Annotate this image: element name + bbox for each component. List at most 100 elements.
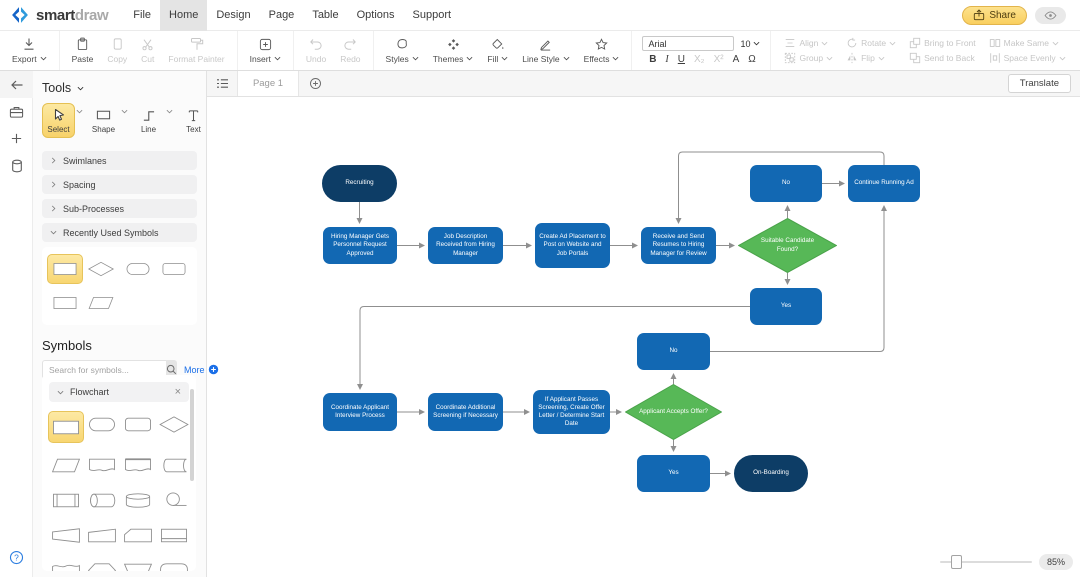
symbol-document[interactable] [84,452,120,478]
flowchart-node-coordinate-interview[interactable]: Coordinate Applicant Interview Process [323,393,397,431]
symbol-internal[interactable] [156,522,192,548]
flowchart-node-recruiting[interactable]: Recruiting [322,165,397,202]
preview-button[interactable] [1035,6,1066,24]
section-swimlanes[interactable]: Swimlanes [42,151,197,170]
recent-symbol-rect[interactable] [47,288,83,318]
symbol-flag[interactable] [48,557,84,571]
flowchart-node-yes-1[interactable]: Yes [750,288,822,325]
tools-panel-header[interactable]: Tools [33,71,206,101]
tool-line[interactable]: Line [132,103,165,134]
flowchart-node-no-1[interactable]: No [750,165,822,202]
menu-design[interactable]: Design [216,8,251,21]
menu-home[interactable]: Home [160,0,208,31]
font-family-input[interactable] [642,36,735,51]
insert-button[interactable]: Insert [243,31,288,70]
paste-button[interactable]: Paste [65,31,101,70]
rect-shape-icon [50,258,80,280]
close-icon[interactable]: × [174,385,181,398]
recent-symbol-stadium[interactable] [120,254,156,284]
bold-button[interactable]: B [649,54,657,65]
symbol-stored-data[interactable] [156,452,192,478]
recent-symbol-parallelogram[interactable] [83,288,119,318]
symbol-stadium[interactable] [84,411,120,437]
section-sub-processes[interactable]: Sub-Processes [42,199,197,218]
menu-page[interactable]: Page [268,8,295,21]
symbols-scrollbar[interactable] [190,389,194,481]
flowchart-node-additional-screening[interactable]: Coordinate Additional Screening if Neces… [428,393,503,431]
add-page-button[interactable] [299,71,331,96]
menu-support[interactable]: Support [412,8,452,21]
translate-button[interactable]: Translate [1007,74,1071,93]
symbol-card[interactable] [84,522,120,548]
help-button[interactable]: ? [0,550,33,565]
effects-button[interactable]: Effects [577,31,627,70]
section-spacing[interactable]: Spacing [42,175,197,194]
menu-table[interactable]: Table [312,8,339,21]
line-style-button[interactable]: Line Style [515,31,576,70]
chevron-down-icon[interactable] [166,109,173,114]
symbol-tape[interactable] [48,522,84,548]
zoom-level-badge: 85% [1038,554,1073,570]
flowchart-node-receive-resumes[interactable]: Receive and Send Resumes to Hiring Manag… [641,227,716,264]
tool-shape[interactable]: Shape [87,103,120,134]
symbol-cyl-h[interactable] [84,487,120,513]
connector-continue-ad-to-receive-resumes[interactable] [675,151,885,224]
flowchart-group-header[interactable]: Flowchart × [49,382,189,402]
add-rail-button[interactable] [0,125,33,152]
toolbox-rail-button[interactable] [0,98,33,125]
underline-button[interactable]: U [677,54,685,65]
symbol-circle-tail[interactable] [156,487,192,513]
more-symbols-link[interactable]: More [184,364,219,375]
symbol-cyl-v[interactable] [120,487,156,513]
flowchart-node-suitable-candidate[interactable]: Suitable Candidate Found? [738,218,837,273]
font-size-select[interactable]: 10 [740,39,760,49]
special-character-button[interactable]: Ω [748,54,756,65]
symbol-predefined[interactable] [48,487,84,513]
symbol-document2[interactable] [120,452,156,478]
connector-yes-1-to-coordinate-interview[interactable] [357,306,750,390]
flowchart-node-no-2[interactable]: No [637,333,710,370]
symbol-parallelogram[interactable] [48,452,84,478]
connector-no-2-to-continue-ad[interactable] [710,205,887,352]
menu-options[interactable]: Options [356,8,395,21]
zoom-slider[interactable] [939,555,1032,569]
symbol-clipped[interactable] [120,522,156,548]
tool-text[interactable]: Text [177,103,210,134]
flowchart-node-offer-letter[interactable]: If Applicant Passes Screening, Create Of… [533,390,610,434]
symbol-rect[interactable] [48,411,84,443]
italic-button[interactable]: I [665,54,669,65]
tool-select[interactable]: Select [42,103,75,138]
export-button[interactable]: Export [5,31,54,70]
flowchart-node-hiring-approval[interactable]: Hiring Manager Gets Personnel Request Ap… [323,227,397,264]
themes-button[interactable]: Themes [426,31,481,70]
styles-button[interactable]: Styles [379,31,426,70]
flowchart-node-onboarding[interactable]: On-Boarding [734,455,808,492]
symbol-trapezoid[interactable] [120,557,156,571]
data-rail-button[interactable] [0,152,33,179]
flowchart-node-job-description[interactable]: Job Description Received from Hiring Man… [428,227,503,264]
back-rail-button[interactable] [0,71,33,98]
font-color-button[interactable]: A [732,54,740,65]
chevron-down-icon[interactable] [76,109,83,114]
chevron-down-icon[interactable] [121,109,128,114]
recent-symbol-diamond[interactable] [83,254,119,284]
flowchart-node-create-ad[interactable]: Create Ad Placement to Post on Website a… [535,223,610,268]
flowchart-node-continue-ad[interactable]: Continue Running Ad [848,165,920,202]
section-recently-used-symbols[interactable]: Recently Used Symbols [42,223,197,242]
recent-symbol-rounded-rect[interactable] [156,254,192,284]
zoom-slider-handle[interactable] [950,555,962,569]
menu-file[interactable]: File [133,8,152,21]
symbol-hexagon[interactable] [84,557,120,571]
recent-symbol-rect[interactable] [47,254,84,284]
page-list-button[interactable] [207,71,237,96]
tab-page-1[interactable]: Page 1 [237,71,299,96]
flowchart-node-accepts-offer[interactable]: Applicant Accepts Offer? [625,384,722,440]
symbol-halfround[interactable] [156,557,192,571]
fill-button[interactable]: Fill [480,31,515,70]
search-button[interactable] [166,360,177,379]
symbol-diamond[interactable] [156,411,192,437]
flowchart-node-yes-2[interactable]: Yes [637,455,710,492]
share-button[interactable]: Share [962,5,1027,25]
symbol-rounded-rect[interactable] [120,411,156,437]
